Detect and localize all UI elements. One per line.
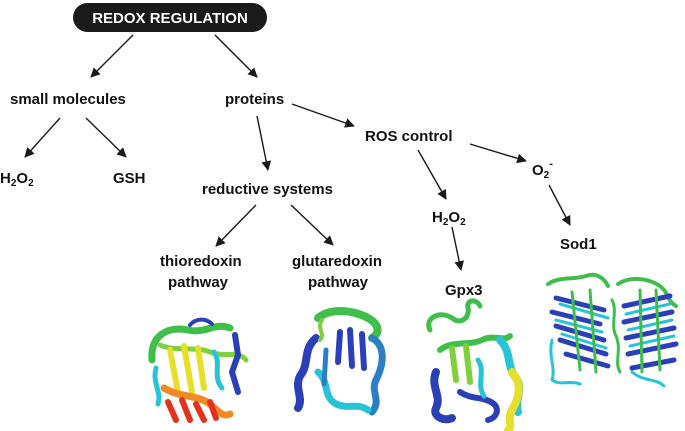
arrow-root-to-proteins: [214, 34, 258, 78]
arrow-ros-to-h2o2: [417, 149, 447, 200]
labels: small molecules proteins H2O2 GSH ROS co…: [0, 91, 597, 299]
thioredoxin-label-line1: thioredoxin: [160, 253, 242, 270]
glutaredoxin-label-line1: glutaredoxin: [292, 253, 382, 270]
arrow-reductive-to-thioredoxin: [215, 204, 257, 247]
sod1-label: Sod1: [560, 236, 597, 253]
h2o2-left-label: H2O2: [0, 170, 34, 189]
root-node: REDOX REGULATION: [73, 3, 267, 32]
h2o2-right-label: H2O2: [432, 209, 466, 228]
arrow-proteins-to-ros-control: [291, 103, 355, 128]
glutaredoxin-label-line2: pathway: [308, 274, 369, 291]
root-pill: [73, 3, 267, 32]
ros-control-label: ROS control: [365, 128, 453, 145]
arrow-superoxide-to-sod1: [548, 184, 571, 226]
root-label: REDOX REGULATION: [92, 10, 248, 27]
arrow-ros-to-superoxide: [469, 143, 527, 164]
gsh-label: GSH: [113, 170, 146, 187]
gpx3-label: Gpx3: [445, 282, 483, 299]
reductive-systems-label: reductive systems: [202, 181, 333, 198]
superoxide-label: O2-: [532, 158, 553, 181]
thioredoxin-label-line2: pathway: [168, 274, 229, 291]
sod1-dimer-structure: [546, 272, 679, 388]
arrow-proteins-to-reductive-systems: [256, 115, 272, 171]
gpx3-structure: [426, 298, 524, 431]
small-molecules-label: small molecules: [10, 91, 126, 108]
thioredoxin-structure: [148, 317, 249, 423]
arrow-small-molecules-to-gsh: [85, 117, 127, 158]
glutaredoxin-structure: [294, 307, 386, 416]
arrows: [24, 34, 571, 271]
arrow-reductive-to-glutaredoxin: [290, 204, 334, 246]
arrow-h2o2-to-gpx3: [451, 226, 464, 271]
arrow-small-molecules-to-h2o2: [24, 117, 61, 158]
proteins-label: proteins: [225, 91, 284, 108]
arrow-root-to-small-molecules: [90, 34, 134, 78]
